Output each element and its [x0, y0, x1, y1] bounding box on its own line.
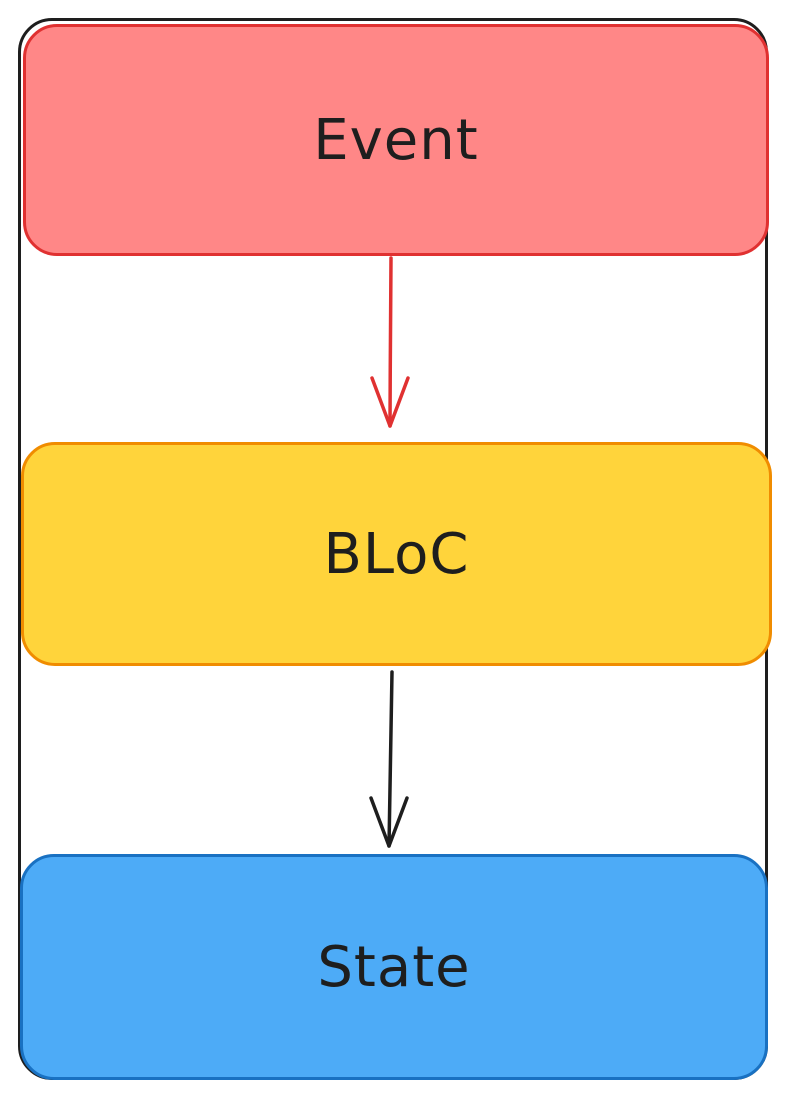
- bloc-node-label: BLoC: [323, 521, 470, 587]
- arrow-bloc-to-state: [369, 670, 409, 848]
- event-node: Event: [23, 24, 769, 256]
- event-node-label: Event: [313, 107, 479, 173]
- bloc-node: BLoC: [21, 442, 772, 666]
- arrow-event-to-bloc: [370, 256, 410, 428]
- state-node: State: [20, 854, 768, 1080]
- state-node-label: State: [317, 934, 471, 1000]
